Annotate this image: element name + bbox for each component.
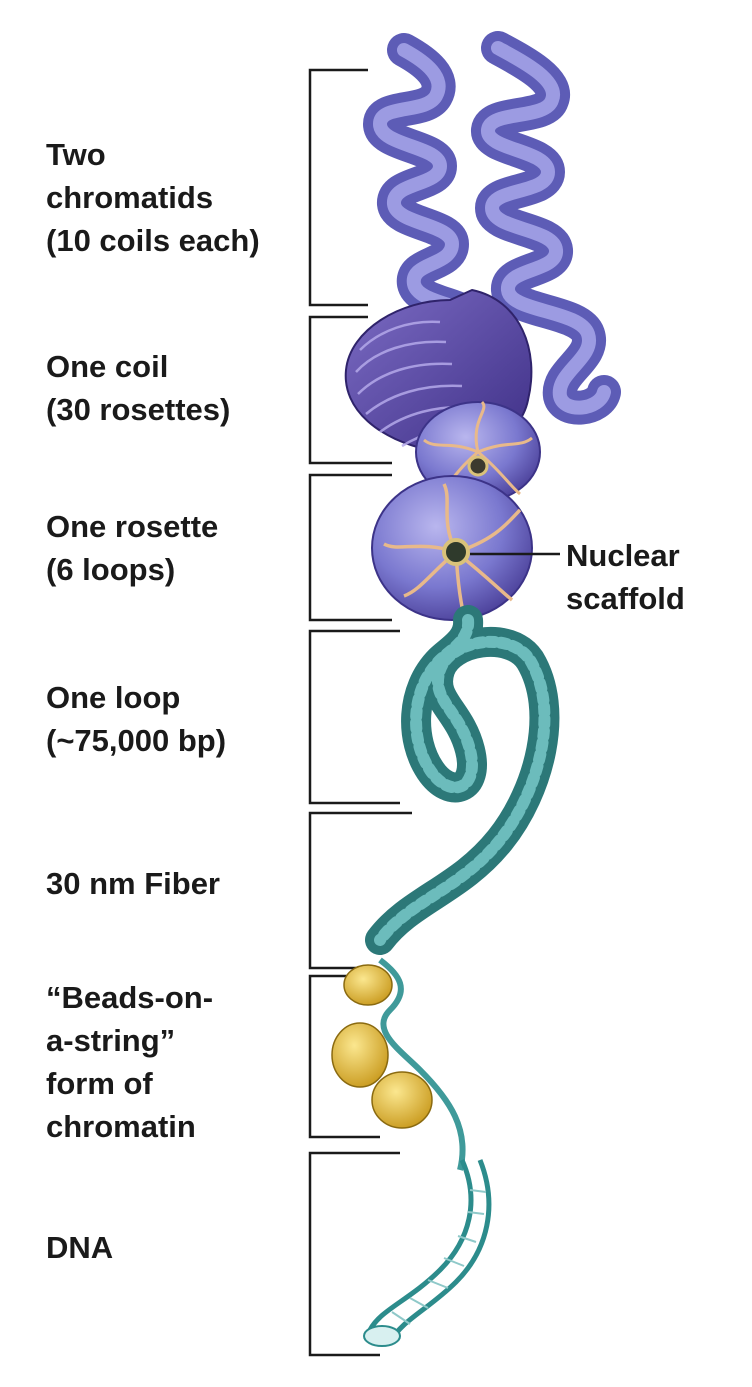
label-line: a-string”: [46, 1023, 176, 1058]
bracket-loop: [308, 629, 400, 805]
label-line: One rosette: [46, 509, 219, 544]
label-one-rosette: One rosette (6 loops): [46, 505, 218, 591]
label-line: (~75,000 bp): [46, 723, 227, 758]
label-line: chromatids: [46, 180, 214, 215]
bracket-fiber: [308, 811, 412, 970]
callout-line: scaffold: [566, 581, 685, 616]
label-line: chromatin: [46, 1109, 196, 1144]
nucleosome-3: [371, 1071, 433, 1129]
label-line: (30 rosettes): [46, 392, 231, 427]
label-beads-on-a-string: “Beads-on- a-string” form of chromatin: [46, 976, 213, 1148]
dna-helix: [363, 1158, 492, 1347]
callout-nuclear-scaffold: Nuclear scaffold: [566, 534, 685, 620]
label-line: (6 loops): [46, 552, 176, 587]
label-two-chromatids: Two chromatids (10 coils each): [46, 133, 260, 262]
bracket-coil: [308, 315, 392, 465]
loop-and-fiber: [365, 605, 560, 955]
level-brackets: [308, 68, 412, 1357]
chromatid-left: [362, 33, 489, 337]
bracket-beads: [308, 974, 380, 1139]
callout-line: Nuclear: [566, 538, 680, 573]
label-line: 30 nm Fiber: [46, 866, 220, 901]
bracket-chromatids: [308, 68, 368, 307]
rosette-main: [371, 475, 560, 625]
bracket-dna: [308, 1151, 400, 1357]
nucleosome-1: [343, 964, 393, 1006]
label-30nm-fiber: 30 nm Fiber: [46, 862, 220, 905]
label-line: form of: [46, 1066, 153, 1101]
label-line: One coil: [46, 349, 169, 384]
chromatid-right: [471, 31, 621, 425]
label-dna: DNA: [46, 1226, 113, 1269]
label-line: DNA: [46, 1230, 114, 1265]
label-line: One loop: [46, 680, 181, 715]
label-line: “Beads-on-: [46, 980, 214, 1015]
beads-on-string: [331, 957, 466, 1171]
nucleosome-2: [331, 1022, 389, 1088]
label-line: Two: [46, 137, 106, 172]
bracket-rosette: [308, 473, 392, 622]
label-line: (10 coils each): [46, 223, 260, 258]
label-one-loop: One loop (~75,000 bp): [46, 676, 226, 762]
label-one-coil: One coil (30 rosettes): [46, 345, 230, 431]
